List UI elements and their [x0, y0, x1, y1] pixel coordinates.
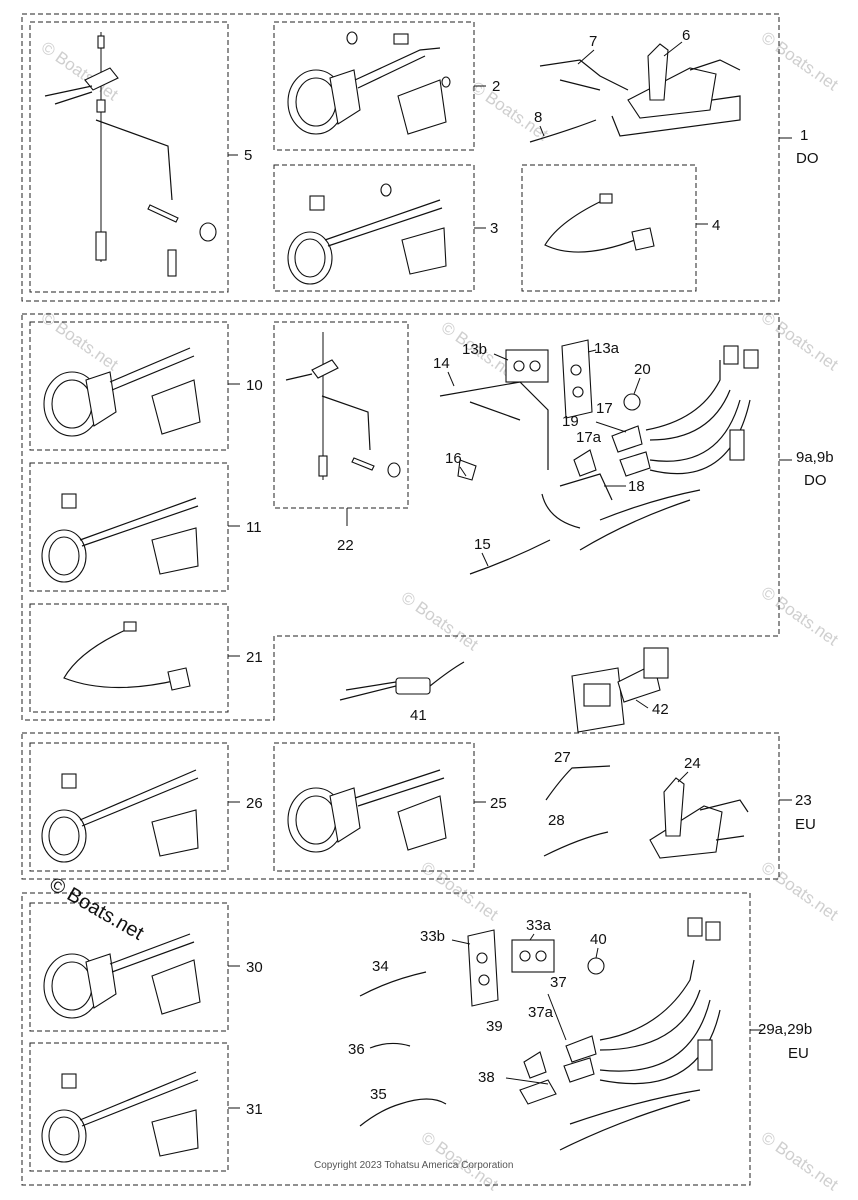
kit-30-box — [29, 902, 229, 1032]
kit-21-box — [29, 603, 229, 713]
part-label: 28 — [548, 812, 565, 829]
kit-4-box — [521, 164, 697, 292]
remote-control-box-24 — [543, 765, 749, 859]
watermark-text: © Boats.net — [38, 308, 122, 375]
harness-kit-4 — [544, 193, 655, 253]
part-label: 25 — [490, 795, 507, 812]
part-label: 40 — [590, 931, 607, 948]
part-label: 37 — [550, 974, 567, 991]
resistor-harness-41 — [339, 661, 465, 701]
gauge-kit-3 — [287, 183, 447, 285]
watermark-layer: © Boats.net © Boats.net © Boats.net © Bo… — [38, 28, 842, 1195]
gauge-kit-2 — [287, 31, 451, 135]
watermark-text: © Boats.net — [758, 28, 842, 95]
kit-5-box — [29, 21, 229, 293]
kit-22-box — [273, 321, 409, 509]
part-label: 35 — [370, 1086, 387, 1103]
part-label: 33b — [420, 928, 445, 945]
group-29-frame — [21, 892, 751, 1186]
gauge-kit-30 — [43, 933, 201, 1019]
panel-switch-42 — [571, 647, 669, 733]
part-label: 11 — [246, 519, 262, 536]
bracket-rod-assembly — [44, 32, 217, 277]
group-number: 29a,29b — [758, 1021, 812, 1038]
kit-25-box — [273, 742, 475, 872]
part-label: 24 — [684, 755, 701, 772]
copyright-text: Copyright 2023 Tohatsu America Corporati… — [314, 1160, 513, 1171]
harness-kit-21 — [63, 621, 191, 691]
kit-26-box — [29, 742, 229, 872]
part-label: 17a — [576, 429, 602, 446]
part-label: 4 — [712, 217, 720, 234]
watermark-text: © Boats.net — [758, 308, 842, 375]
group-number: 9a,9b — [796, 449, 834, 466]
part-label: 38 — [478, 1069, 495, 1086]
main-harness-switch-assembly — [439, 339, 759, 575]
part-label: 30 — [246, 959, 263, 976]
group-1-frame — [21, 13, 780, 302]
group-region: DO — [796, 150, 819, 167]
part-label: 2 — [492, 78, 500, 95]
part-label: 16 — [445, 450, 462, 467]
part-label: 13b — [462, 341, 487, 358]
part-label: 8 — [534, 109, 542, 126]
part-label: 19 — [562, 413, 579, 430]
part-label: 3 — [490, 220, 498, 237]
watermark-text: © Boats.net — [418, 858, 502, 925]
group-number: 1 — [800, 127, 808, 144]
part-label: 15 — [474, 536, 491, 553]
part-label: 14 — [433, 355, 450, 372]
part-label: 27 — [554, 749, 571, 766]
part-label: 17 — [596, 400, 613, 417]
part-label: 18 — [628, 478, 645, 495]
group-region: EU — [795, 816, 816, 833]
part-label: 22 — [337, 537, 354, 554]
group-region: EU — [788, 1045, 809, 1062]
watermark-text: © Boats.net — [758, 858, 842, 925]
kit-11-box — [29, 462, 229, 592]
kit-10-box — [29, 321, 229, 451]
main-harness-switch-assembly-eu — [359, 917, 721, 1151]
remote-control-box-6 — [529, 43, 741, 143]
part-label: 39 — [486, 1018, 503, 1035]
part-label: 33a — [526, 917, 552, 934]
group-region: DO — [804, 472, 827, 489]
gauge-kit-11 — [41, 493, 199, 583]
gauge-kit-26 — [41, 769, 199, 863]
part-label: 26 — [246, 795, 263, 812]
gauge-kit-25 — [287, 769, 447, 853]
group-number: 23 — [795, 792, 812, 809]
part-label: 10 — [246, 377, 263, 394]
gauge-kit-10 — [43, 347, 201, 437]
part-label: 31 — [246, 1101, 263, 1118]
watermark-text: © Boats.net — [398, 588, 482, 655]
part-label: 5 — [244, 147, 252, 164]
kit-31-box — [29, 1042, 229, 1172]
gauge-kit-31 — [41, 1071, 199, 1163]
part-label: 42 — [652, 701, 669, 718]
part-label: 21 — [246, 649, 263, 666]
part-label: 36 — [348, 1041, 365, 1058]
part-label: 7 — [589, 33, 597, 50]
part-label: 13a — [594, 340, 620, 357]
kit-3-box — [273, 164, 475, 292]
watermark-text: © Boats.net — [758, 1128, 842, 1195]
part-label: 34 — [372, 958, 389, 975]
part-label: 6 — [682, 27, 690, 44]
group-23-frame — [21, 732, 780, 880]
part-label: 41 — [410, 707, 427, 724]
bracket-rod-assembly-22 — [285, 332, 401, 480]
part-label: 37a — [528, 1004, 554, 1021]
watermark-logo-text: © Boats.net — [46, 873, 148, 945]
group-9-frame — [21, 313, 780, 721]
watermark-text: © Boats.net — [758, 583, 842, 650]
part-label: 20 — [634, 361, 651, 378]
